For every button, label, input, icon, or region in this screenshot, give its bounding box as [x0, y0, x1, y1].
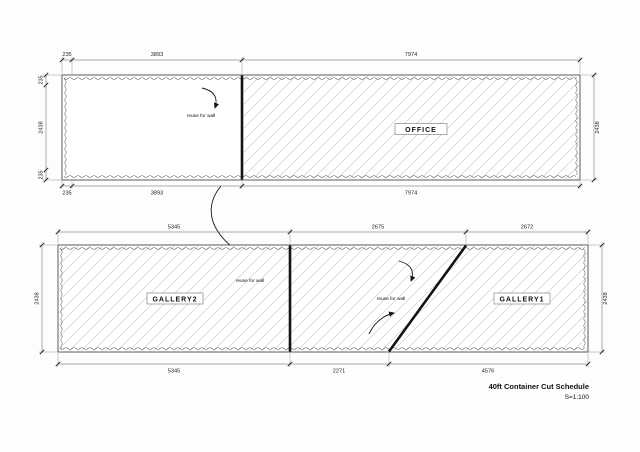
bottom-container-plan: GALLERY2 GALLERY1 reuse for wall reuse f…: [35, 225, 610, 375]
top-container-corrugation: [63, 76, 578, 178]
dim-label: 2438: [35, 292, 41, 304]
dim-label: 2271: [333, 369, 345, 375]
office-label-box: [394, 123, 448, 135]
dim-label: 2675: [372, 225, 384, 231]
diagonal-cut-wall: [387, 244, 468, 353]
gallery1-label-box: [493, 292, 551, 305]
title-block: 40ft Container Cut Schedule S=1:100: [489, 382, 590, 401]
bottom-container-dim-left: 2438: [35, 242, 57, 355]
dim-label: 7974: [405, 191, 417, 197]
dim-label: 3893: [151, 52, 163, 58]
drawing-scale: S=1:100: [565, 394, 590, 401]
reuse-note-top: reuse for wall: [187, 113, 216, 119]
dim-label: 5345: [168, 225, 180, 231]
dim-label: 2438: [595, 121, 601, 133]
dim-label: 2672: [521, 225, 533, 231]
dim-label: 3893: [151, 191, 163, 197]
top-container-dim-left: 235 2438 235: [39, 72, 61, 183]
dim-label: 235: [39, 75, 45, 84]
reuse-arrow-mid-upper: [398, 260, 416, 282]
dim-label: 2438: [603, 292, 609, 304]
room-label-gallery1: GALLERY1: [499, 297, 544, 304]
reuse-note-left: reuse for wall: [236, 278, 265, 284]
dim-label: 2438: [39, 121, 45, 133]
top-container-dim-top: 235 3893 7974: [59, 52, 583, 74]
bottom-container-corrugation: [59, 246, 586, 350]
bottom-container-dim-bottom: 5345 2271 4576: [55, 353, 591, 375]
dim-label: 235: [39, 170, 45, 179]
dim-label: 7974: [405, 52, 417, 58]
reuse-arrow-mid-lower: [368, 311, 395, 335]
top-container-dim-bottom: 235 3893 7974: [59, 181, 583, 197]
room-label-office: OFFICE: [405, 127, 437, 134]
reuse-note-mid: reuse for wall: [377, 296, 406, 302]
room-label-gallery2: GALLERY2: [152, 297, 197, 304]
reuse-arrow-top: [201, 87, 220, 109]
drawing-title: 40ft Container Cut Schedule: [489, 382, 589, 391]
dim-label: 5345: [168, 369, 180, 375]
top-container-plan: OFFICE reuse for wall 235 3893 7974: [39, 52, 602, 197]
dim-label: 235: [62, 191, 71, 197]
bottom-container-dim-top: 5345 2675 2672: [55, 225, 591, 244]
dim-label: 4576: [482, 369, 494, 375]
top-container-dim-right: 2438: [581, 72, 601, 183]
bottom-container-dim-right: 2438: [589, 242, 609, 355]
dim-label: 235: [62, 52, 71, 58]
gallery2-label-box: [146, 292, 204, 305]
